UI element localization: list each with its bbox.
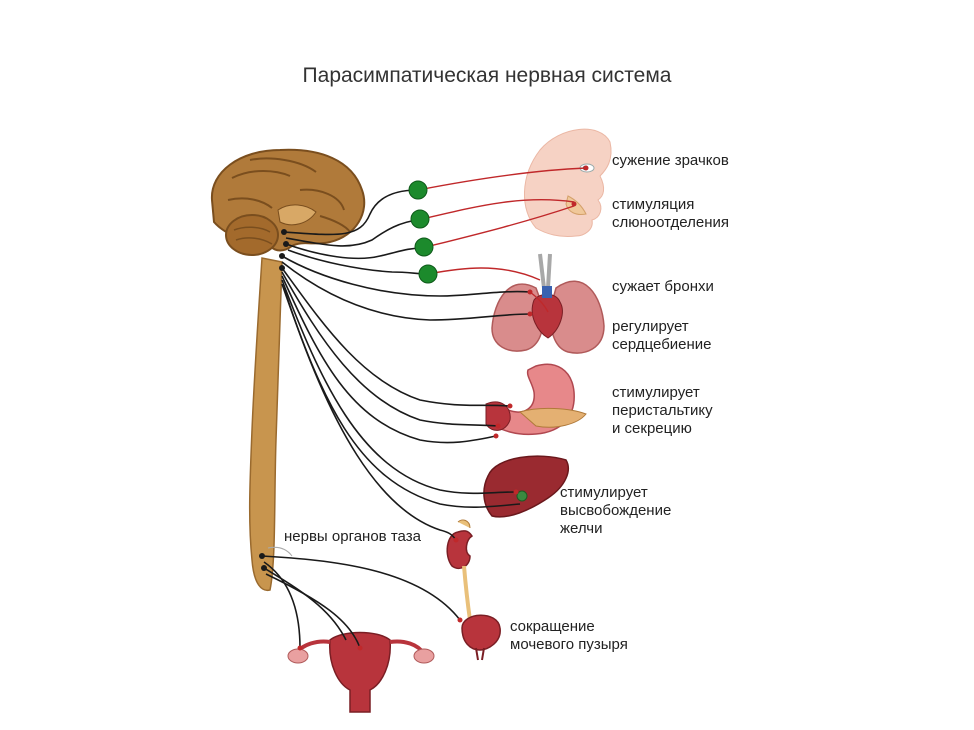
label-heart: регулирует сердцебиение — [612, 318, 712, 354]
label-saliva: стимуляция слюноотделения — [612, 196, 729, 232]
stomach-icon — [485, 363, 587, 436]
face-icon — [524, 128, 612, 237]
label-bladder-line-1: сокращение — [510, 618, 595, 635]
ganglion-icon — [408, 180, 428, 200]
postganglionic-fibers — [417, 167, 587, 313]
label-bile-line-1: стимулирует — [560, 484, 648, 501]
nerve-fibers — [261, 189, 531, 649]
label-bronchi-line: сужает бронхи — [612, 278, 714, 295]
label-bronchi: сужает бронхи — [612, 278, 714, 296]
label-bile-line-2: высвобождение — [560, 502, 672, 519]
label-heart-line-1: регулирует — [612, 318, 689, 335]
label-stomach-line-3: и секрецию — [612, 420, 692, 437]
label-stomach-line-2: перистальтику — [612, 402, 713, 419]
ganglion-icon — [418, 264, 438, 284]
lungs-heart-icon — [491, 253, 605, 354]
nerve-end-dots — [297, 165, 589, 651]
label-bile-line-3: желчи — [560, 520, 603, 537]
label-stomach: стимулирует перистальтику и секрецию — [612, 384, 713, 438]
label-bile: стимулирует высвобождение желчи — [560, 484, 671, 538]
nerve-origin-dots — [259, 229, 289, 571]
label-stomach-line-1: стимулирует — [612, 384, 700, 401]
label-pupils-line: сужение зрачков — [612, 152, 729, 169]
liver-icon — [483, 455, 569, 518]
brain-icon — [210, 148, 366, 256]
ganglion-icon — [410, 209, 430, 229]
label-bladder: сокращение мочевого пузыря — [510, 618, 628, 654]
label-saliva-line-1: стимуляция — [612, 196, 695, 213]
label-heart-line-2: сердцебиение — [612, 336, 712, 353]
label-bladder-line-2: мочевого пузыря — [510, 636, 628, 653]
diagram-title: Парасимпатическая нервная система — [302, 64, 672, 87]
bladder-icon — [461, 614, 501, 661]
kidney-icon — [446, 519, 474, 621]
ganglion-icon — [414, 237, 434, 257]
label-pelvic-nerves: нервы органов таза — [284, 528, 421, 546]
spinal-cord-icon — [248, 257, 283, 592]
label-pupils: сужение зрачков — [612, 152, 729, 170]
uterus-icon — [287, 631, 435, 713]
label-saliva-line-2: слюноотделения — [612, 214, 729, 231]
label-pelvic-line: нервы органов таза — [284, 528, 421, 545]
